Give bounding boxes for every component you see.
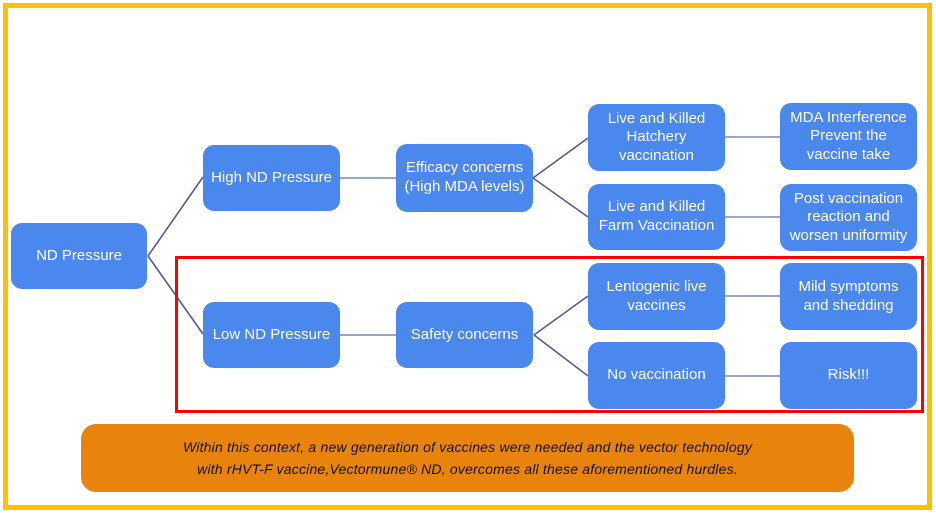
node-risk: Risk!!!: [780, 342, 917, 409]
connector-efficacy-to-hatchery: [532, 137, 589, 179]
node-label: Lentogenic live vaccines: [606, 277, 707, 314]
node-mild-symptoms: Mild symptoms and shedding: [780, 263, 917, 330]
connector-safety-to-lento: [533, 295, 589, 336]
node-label: Live and Killed Hatchery vaccination: [607, 109, 706, 164]
node-no-vaccination: No vaccination: [588, 342, 725, 409]
conclusion-note-box: Within this context, a new generation of…: [81, 424, 854, 492]
node-label: Low ND Pressure: [212, 325, 331, 343]
node-nd-pressure: ND Pressure: [11, 223, 147, 289]
node-lentogenic-vaccines: Lentogenic live vaccines: [588, 263, 725, 330]
connector-root-to-high: [147, 176, 204, 257]
node-label: Risk!!!: [827, 366, 870, 384]
connector-efficacy-to-farm: [532, 177, 589, 218]
node-label: Live and Killed Farm Vaccination: [598, 198, 715, 234]
node-high-nd-pressure: High ND Pressure: [203, 145, 340, 211]
node-label: MDA Interference Prevent the vaccine tak…: [790, 108, 907, 163]
connector-safety-to-novacc: [533, 334, 589, 377]
node-low-nd-pressure: Low ND Pressure: [203, 302, 340, 368]
node-label: Safety concerns: [410, 325, 519, 343]
node-hatchery-vaccination: Live and Killed Hatchery vaccination: [588, 104, 725, 171]
node-safety-concerns: Safety concerns: [396, 302, 533, 368]
conclusion-note-text: Within this context, a new generation of…: [182, 439, 753, 477]
node-label: Mild symptoms and shedding: [798, 277, 899, 314]
connector-root-to-low: [147, 255, 204, 335]
node-mda-interference: MDA Interference Prevent the vaccine tak…: [780, 103, 917, 170]
node-label: Efficacy concerns (High MDA levels): [404, 159, 525, 195]
node-label: No vaccination: [607, 366, 706, 384]
node-label: High ND Pressure: [211, 168, 332, 186]
node-post-vaccination-reaction: Post vaccination reaction and worsen uni…: [780, 184, 917, 251]
node-label: ND Pressure: [36, 246, 122, 264]
node-efficacy-concerns: Efficacy concerns (High MDA levels): [396, 144, 533, 212]
node-label: Post vaccination reaction and worsen uni…: [789, 189, 908, 244]
node-farm-vaccination: Live and Killed Farm Vaccination: [588, 184, 725, 250]
